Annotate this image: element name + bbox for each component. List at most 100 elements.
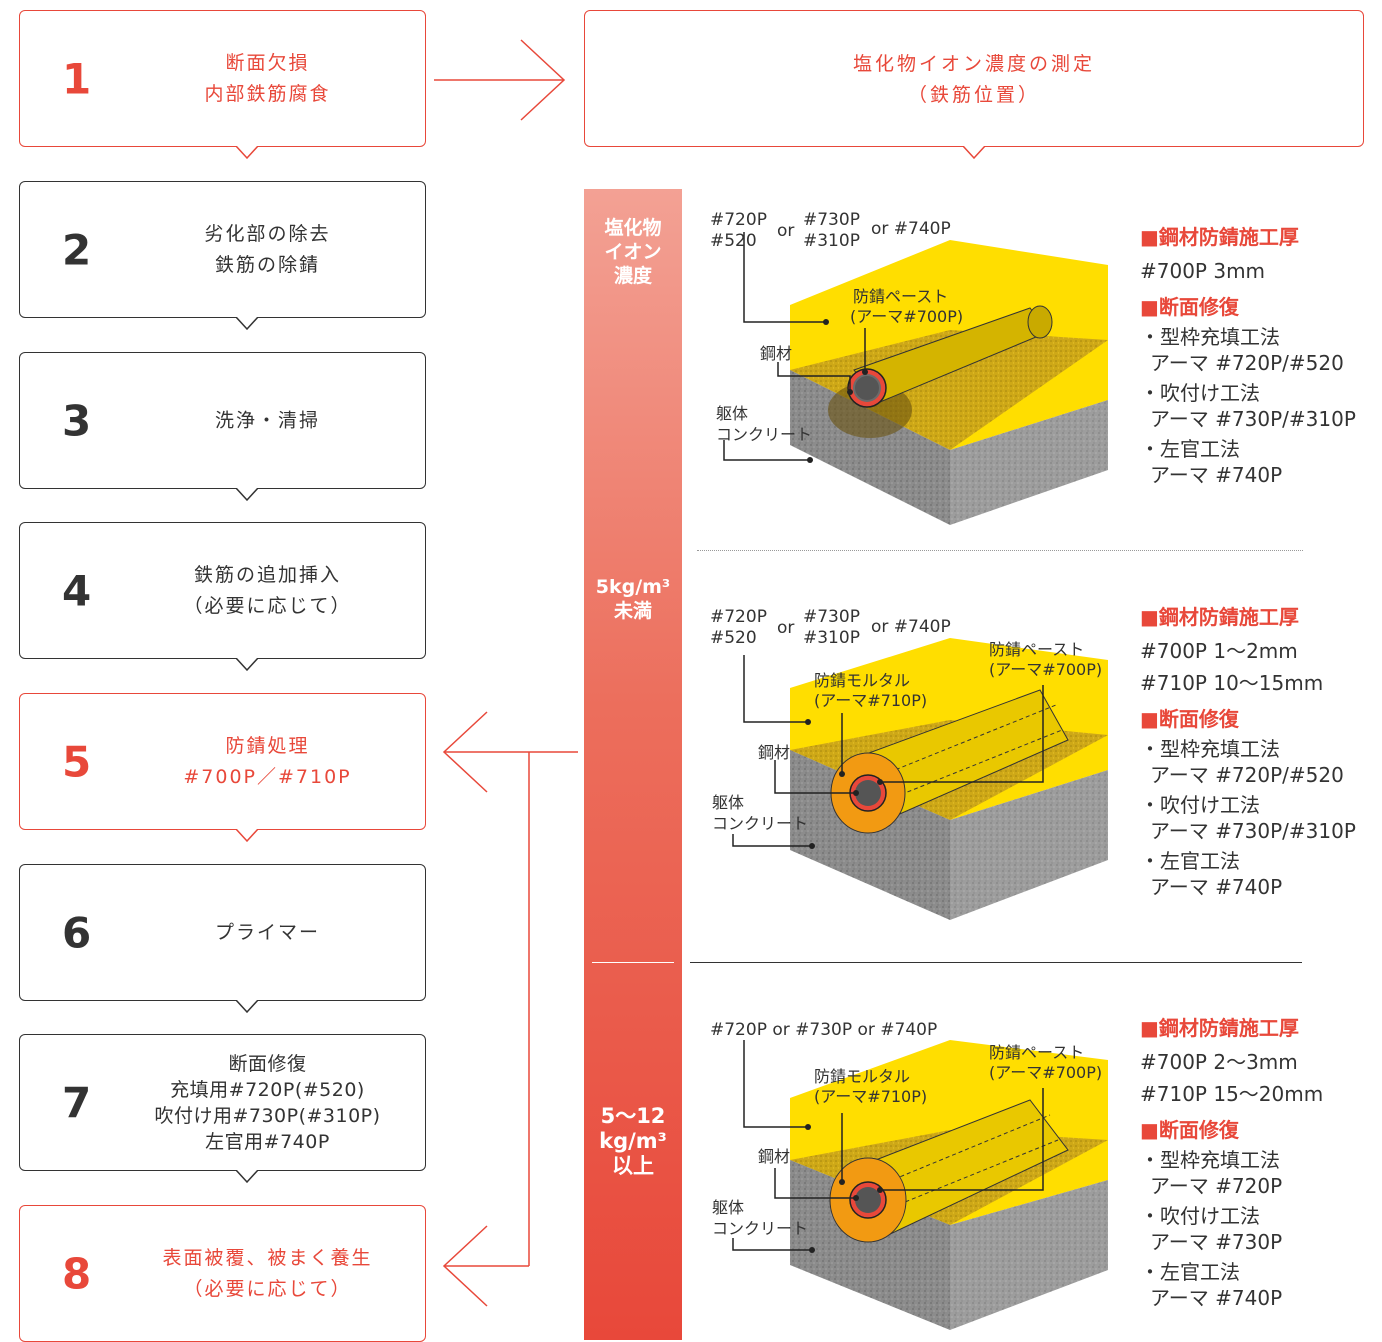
- pointer-down-icon: [236, 317, 258, 330]
- material-label: #310P: [803, 231, 860, 251]
- paste-label: 防錆ペースト: [989, 1043, 1084, 1062]
- paste-label: 防錆ペースト: [989, 640, 1084, 659]
- step-line: 充填用#720P(#520): [170, 1078, 365, 1101]
- material-label: #720P: [710, 210, 767, 230]
- step-text: 断面修復 充填用#720P(#520) 吹付け用#730P(#310P) 左官用…: [130, 1051, 405, 1155]
- spec-heading: ■断面修復: [1140, 295, 1239, 319]
- step-line: 劣化部の除去: [204, 222, 331, 245]
- step-number: 5: [62, 737, 92, 786]
- spec-material: アーマ #740P: [1150, 875, 1283, 899]
- pointer-down-icon: [963, 146, 985, 159]
- spec-material: アーマ #720P/#520: [1150, 351, 1344, 375]
- header-text: 塩化物イオン濃度の測定 （鉄筋位置）: [585, 49, 1363, 111]
- pointer-down-icon: [236, 829, 258, 842]
- spec-method: ・吹付け工法: [1140, 381, 1260, 405]
- step-5-box: 5 防錆処理 #700P／#710P: [19, 693, 426, 830]
- step-line: 洗浄・清掃: [214, 409, 320, 431]
- step-text: 劣化部の除去 鉄筋の除錆: [130, 219, 405, 281]
- spec-material: アーマ #730P/#310P: [1150, 407, 1356, 431]
- spec-material: アーマ #720P/#520: [1150, 763, 1344, 787]
- bar-title-line: 塩化物: [604, 217, 662, 239]
- or-label: or: [777, 221, 794, 241]
- spec-method: ・吹付け工法: [1140, 1204, 1260, 1228]
- step-line: 表面被覆、被まく養生: [162, 1246, 373, 1269]
- material-label: #720P or #730P or #740P: [710, 1020, 937, 1040]
- panel-3-illustration: #720P or #730P or #740P 防錆ペースト (アーマ#700P…: [710, 1020, 1108, 1330]
- spec-heading: ■鋼材防錆施工厚: [1140, 1016, 1299, 1040]
- step-number: 8: [62, 1249, 92, 1298]
- pointer-down-icon: [236, 488, 258, 501]
- spec-method: ・左官工法: [1140, 1260, 1240, 1284]
- spec-panel-2: ■鋼材防錆施工厚 #700P 1～2mm #710P 10～15mm ■断面修復…: [1140, 602, 1356, 902]
- step-number: 2: [62, 225, 92, 274]
- concrete-label: 躯体: [716, 404, 748, 423]
- step-number: 3: [62, 396, 92, 445]
- header-line: （鉄筋位置）: [907, 84, 1040, 106]
- step-1-box: 1 断面欠損 内部鉄筋腐食: [19, 10, 426, 147]
- step-number: 7: [62, 1078, 92, 1127]
- step-line: 防錆処理: [225, 734, 310, 757]
- dotted-divider: [697, 550, 1303, 551]
- spec-method: ・左官工法: [1140, 849, 1240, 873]
- pointer-down-icon: [236, 1000, 258, 1013]
- concrete-label: コンクリート: [712, 814, 808, 833]
- bar-high-line: 5～12: [600, 1104, 666, 1128]
- step-3-box: 3 洗浄・清掃: [19, 352, 426, 489]
- header-line: 塩化物イオン濃度の測定: [852, 53, 1095, 75]
- pointer-down-icon: [236, 146, 258, 159]
- bar-title-line: 濃度: [613, 265, 652, 287]
- bar-divider: [592, 962, 674, 963]
- step-text: プライマー: [130, 917, 405, 948]
- pointer-down-icon: [236, 658, 258, 671]
- material-label: #720P: [710, 607, 767, 627]
- step-4-box: 4 鉄筋の追加挿入 （必要に応じて）: [19, 522, 426, 659]
- spec-material: アーマ #740P: [1150, 463, 1283, 487]
- material-label: #310P: [803, 628, 860, 648]
- step-text: 洗浄・清掃: [130, 405, 405, 436]
- step-line: 鉄筋の除錆: [214, 253, 320, 276]
- spec-heading: ■断面修復: [1140, 707, 1239, 731]
- step-text: 鉄筋の追加挿入 （必要に応じて）: [130, 560, 405, 622]
- spec-thickness: #700P 1～2mm: [1140, 639, 1298, 663]
- bar-low-line: 5kg/m³: [595, 576, 671, 598]
- material-label: or #740P: [871, 617, 951, 637]
- step-7-box: 7 断面修復 充填用#720P(#520) 吹付け用#730P(#310P) 左…: [19, 1034, 426, 1171]
- step-line: （必要に応じて）: [183, 1277, 352, 1300]
- spec-thickness: #700P 2～3mm: [1140, 1050, 1298, 1074]
- spec-material: アーマ #740P: [1150, 1286, 1283, 1310]
- step-line: 左官用#740P: [205, 1130, 330, 1153]
- step-text: 防錆処理 #700P／#710P: [130, 731, 405, 793]
- spec-heading: ■鋼材防錆施工厚: [1140, 225, 1299, 249]
- steel-label: 鋼材: [758, 743, 790, 762]
- paste-label: 防錆ペースト: [853, 287, 948, 306]
- step-number: 4: [62, 566, 92, 615]
- step-2-box: 2 劣化部の除去 鉄筋の除錆: [19, 181, 426, 318]
- spec-heading: ■断面修復: [1140, 1118, 1239, 1142]
- step-line: 断面欠損: [225, 51, 310, 74]
- steel-label: 鋼材: [760, 344, 792, 363]
- chloride-concentration-bar: 塩化物 イオン 濃度 5kg/m³ 未満 5～12 kg/m³ 以上: [584, 189, 682, 1340]
- arrow-left-icon: [442, 711, 578, 793]
- material-label: #730P: [803, 607, 860, 627]
- concrete-label: コンクリート: [712, 1219, 808, 1238]
- bar-high-label: 5～12 kg/m³ 以上: [584, 1104, 682, 1179]
- step-number: 1: [62, 54, 92, 103]
- mortar-label: 防錆モルタル: [814, 1067, 910, 1086]
- panel-2-illustration: #720P #520 or #730P #310P or #740P 防錆ペース…: [710, 607, 1108, 920]
- paste-label: (アーマ#700P): [850, 307, 963, 326]
- step-6-box: 6 プライマー: [19, 864, 426, 1001]
- bar-title-line: イオン: [604, 241, 662, 263]
- bar-title: 塩化物 イオン 濃度: [584, 216, 682, 288]
- step-text: 断面欠損 内部鉄筋腐食: [130, 48, 405, 110]
- spec-method: ・型枠充填工法: [1140, 325, 1280, 349]
- step-line: （必要に応じて）: [183, 594, 352, 617]
- step-line: 内部鉄筋腐食: [204, 82, 331, 105]
- spec-thickness: #710P 10～15mm: [1140, 671, 1324, 695]
- arrow-left-icon: [442, 752, 530, 1307]
- pointer-down-icon: [236, 1170, 258, 1183]
- spec-thickness: #700P 3mm: [1140, 259, 1266, 283]
- spec-heading: ■鋼材防錆施工厚: [1140, 605, 1299, 629]
- concrete-label: 躯体: [712, 793, 744, 812]
- spec-method: ・型枠充填工法: [1140, 1148, 1280, 1172]
